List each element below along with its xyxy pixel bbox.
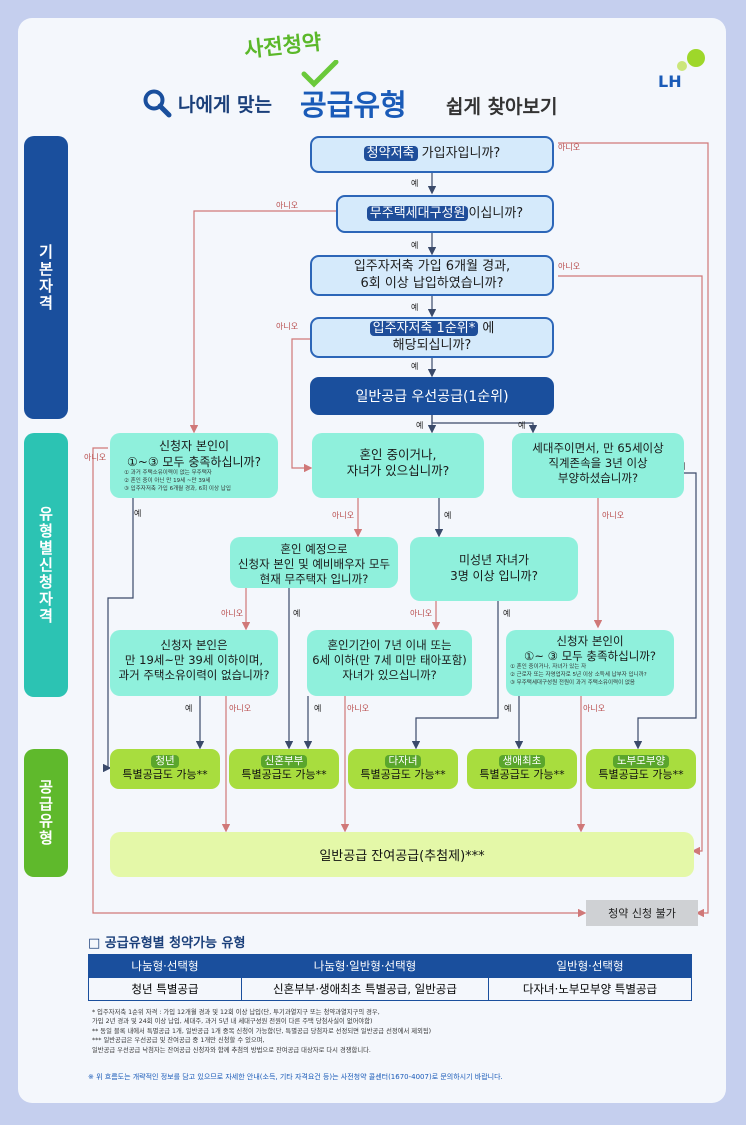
question-first-home-criteria: 신청자 본인이 ①~ ③ 모두 충족하십니까? ① 혼인 중이거나, 자녀가 있… [506, 630, 674, 696]
question-subscription-account: 청약저축 가입자입니까? [310, 136, 554, 173]
question-first-rank: 입주자저축 1순위* 에 해당되십니까? [310, 317, 554, 358]
table-title: □ 공급유형별 청약가능 유형 [88, 936, 246, 951]
label-no: 아니오 [332, 511, 355, 520]
section-by-type: 유형별신청자격 [24, 433, 68, 697]
label-yes: 예 [411, 303, 419, 312]
notice-text: ※ 위 흐름도는 개략적인 정보를 담고 있으므로 자세한 안내(소득, 기타 … [88, 1073, 503, 1081]
question-age-ownership: 신청자 본인은 만 19세~만 39세 이하이며, 과거 주택소유이력이 없습니… [110, 630, 278, 696]
table-header: 나눔형·선택형 [88, 954, 242, 978]
label-no: 아니오 [558, 143, 581, 152]
label-no: 아니오 [602, 511, 625, 520]
label-no: 아니오 [276, 201, 299, 210]
label-no: 아니오 [84, 453, 107, 462]
section-basic: 기본자격 [24, 136, 68, 419]
label-yes: 예 [134, 509, 142, 518]
supply-type-table: 나눔형·선택형 나눔형·일반형·선택형 일반형·선택형 청년 특별공급 신혼부부… [88, 954, 692, 1001]
label-yes: 예 [411, 179, 419, 188]
label-yes: 예 [314, 704, 322, 713]
label-yes: 예 [504, 704, 512, 713]
question-married-or-children: 혼인 중이거나, 자녀가 있으십니까? [312, 433, 484, 498]
label-yes: 예 [503, 609, 511, 618]
question-three-children: 미성년 자녀가 3명 이상 입니까? [410, 537, 578, 601]
label-yes: 예 [518, 421, 526, 430]
table-cell: 신혼부부·생애최초 특별공급, 일반공급 [241, 977, 489, 1001]
label-no: 아니오 [276, 322, 299, 331]
result-youth: 청년 특별공급도 가능** [110, 749, 220, 789]
result-general-remaining: 일반공급 잔여공급(추첨제)*** [110, 832, 694, 877]
label-no: 아니오 [583, 704, 606, 713]
table-cell: 청년 특별공급 [88, 977, 242, 1001]
question-savings-period: 입주자저축 가입 6개월 경과, 6회 이상 납입하였습니까? [310, 255, 554, 296]
section-supply: 공급유형 [24, 749, 68, 877]
flow-connectors [92, 142, 709, 918]
general-priority-supply: 일반공급 우선공급(1순위) [310, 377, 554, 415]
table-cell: 다자녀·노부모부양 특별공급 [488, 977, 692, 1001]
result-multi-child: 다자녀 특별공급도 가능** [348, 749, 458, 789]
title-main: 공급유형 [300, 88, 407, 122]
result-newlywed: 신혼부부 특별공급도 가능** [229, 749, 339, 789]
question-marriage-period: 혼인기간이 7년 이내 또는 6세 이하(만 7세 미만 태아포함) 자녀가 있… [307, 630, 472, 696]
lh-logo: LH [654, 48, 714, 92]
youth-criteria-notes: ① 과거 주택소유이력이 없는 무주택자 ② 혼인 중이 아닌 만 19세 ~만… [124, 470, 231, 493]
result-elderly-parent: 노부모부양 특별공급도 가능** [586, 749, 696, 789]
label-no: 아니오 [347, 704, 370, 713]
question-engaged-homeless: 혼인 예정으로 신청자 본인 및 예비배우자 모두 현재 무주택자 입니까? [230, 537, 398, 588]
label-no: 아니오 [229, 704, 252, 713]
question-elderly-support: 세대주이면서, 만 65세이상 직계존속을 3년 이상 부양하셨습니까? [512, 433, 684, 498]
label-yes: 예 [293, 609, 301, 618]
magnifier-icon [142, 88, 172, 118]
footnotes: * 입주자저축 1순위 자격 : 가입 12개월 경과 및 12회 이상 납입(… [92, 1009, 432, 1054]
title-suffix: 쉽게 찾아보기 [446, 96, 558, 118]
label-no: 아니오 [558, 262, 581, 271]
table-header: 일반형·선택형 [488, 954, 692, 978]
flowchart-card: 나에게 맞는 사전청약 공급유형 쉽게 찾아보기 LH 기본자격 유형별신청자격… [18, 18, 726, 1103]
label-yes: 예 [411, 362, 419, 371]
result-ineligible: 청약 신청 불가 [586, 900, 698, 926]
question-youth-criteria: 신청자 본인이 ①~③ 모두 충족하십니까? ① 과거 주택소유이력이 없는 무… [110, 433, 278, 498]
title-prefix: 나에게 맞는 [178, 94, 273, 116]
label-yes: 예 [411, 241, 419, 250]
first-home-notes: ① 혼인 중이거나, 자녀가 있는 자 ② 근로자 또는 자영업자로 5년 이상… [510, 663, 647, 686]
result-first-home: 생애최초 특별공급도 가능** [467, 749, 577, 789]
table-header-row: 나눔형·선택형 나눔형·일반형·선택형 일반형·선택형 [88, 954, 692, 978]
check-mark-icon [300, 59, 340, 90]
label-no: 아니오 [410, 609, 433, 618]
label-no: 아니오 [221, 609, 244, 618]
table-row: 청년 특별공급 신혼부부·생애최초 특별공급, 일반공급 다자녀·노부모부양 특… [88, 977, 692, 1001]
label-yes: 예 [416, 421, 424, 430]
table-header: 나눔형·일반형·선택형 [241, 954, 489, 978]
label-yes: 예 [444, 511, 452, 520]
label-yes: 예 [185, 704, 193, 713]
